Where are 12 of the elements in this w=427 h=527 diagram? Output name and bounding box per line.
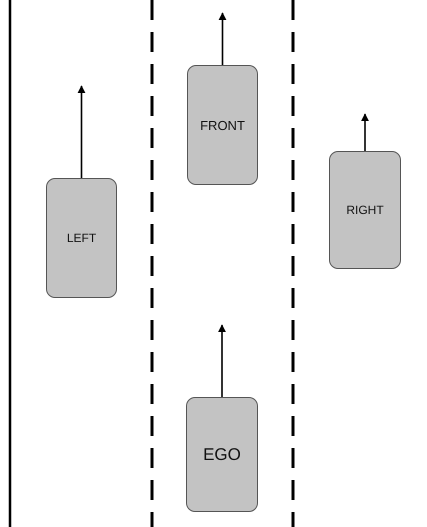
car-box [46, 178, 117, 298]
car-label: RIGHT [346, 203, 384, 217]
car-label: LEFT [66, 231, 96, 245]
arrow [218, 324, 226, 397]
arrow [78, 85, 86, 178]
car-label: EGO [203, 444, 241, 464]
car-label: FRONT [200, 118, 245, 132]
arrow [218, 12, 226, 65]
car-box [186, 397, 258, 512]
car-box [187, 65, 258, 185]
arrow [361, 113, 369, 151]
car-box [329, 151, 401, 269]
